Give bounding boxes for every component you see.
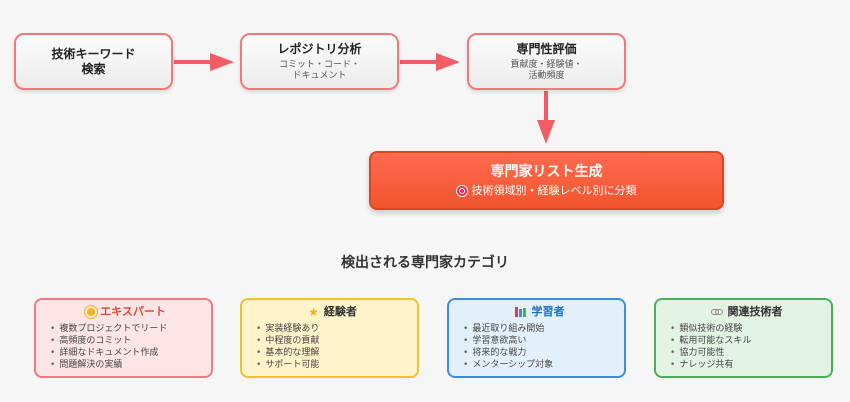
list-item: ナレッジ共有 bbox=[670, 359, 823, 371]
list-item: 将来的な戦力 bbox=[463, 347, 616, 359]
list-item: 学習意欲高い bbox=[463, 335, 616, 347]
flow-step-repository-analysis: レポジトリ分析 コミット・コード・ ドキュメント bbox=[240, 33, 399, 90]
list-item: 高頻度のコミット bbox=[50, 335, 203, 347]
category-list: 類似技術の経験 転用可能なスキル 協力可能性 ナレッジ共有 bbox=[670, 323, 823, 371]
list-item: 実装経験あり bbox=[256, 323, 409, 335]
list-item: メンターシップ対象 bbox=[463, 359, 616, 371]
list-item: 複数プロジェクトでリード bbox=[50, 323, 203, 335]
category-list: 最近取り組み開始 学習意欲高い 将来的な戦力 メンターシップ対象 bbox=[463, 323, 616, 371]
category-title-row: エキスパート bbox=[50, 305, 203, 319]
category-card-related: 関連技術者 類似技術の経験 転用可能なスキル 協力可能性 ナレッジ共有 bbox=[654, 298, 833, 378]
arrow-head-3 bbox=[537, 120, 555, 144]
list-item: サポート可能 bbox=[256, 359, 409, 371]
category-title: 経験者 bbox=[323, 305, 357, 318]
step-title: 専門性評価 bbox=[516, 41, 577, 56]
result-subtitle-row: 技術領域別・経験レベル別に分類 bbox=[456, 184, 637, 198]
result-title: 専門家リスト生成 bbox=[490, 164, 603, 180]
category-title-row: ★ 経験者 bbox=[256, 305, 409, 319]
category-title: エキスパート bbox=[100, 305, 166, 318]
list-item: 類似技術の経験 bbox=[670, 323, 823, 335]
flow-step-expertise-evaluation: 専門性評価 貢献度・経験値・ 活動頻度 bbox=[467, 33, 626, 90]
star-icon: ★ bbox=[308, 305, 319, 319]
link-icon bbox=[710, 308, 723, 316]
list-item: 中程度の貢献 bbox=[256, 335, 409, 347]
list-item: 問題解決の実績 bbox=[50, 359, 203, 371]
category-title: 学習者 bbox=[531, 305, 565, 318]
category-list: 実装経験あり 中程度の貢献 基本的な理解 サポート可能 bbox=[256, 323, 409, 371]
step-title: 技術キーワード 検索 bbox=[51, 46, 136, 76]
step-title: レポジトリ分析 bbox=[277, 41, 362, 56]
target-icon bbox=[456, 186, 467, 196]
category-card-expert: エキスパート 複数プロジェクトでリード 高頻度のコミット 詳細なドキュメント作成… bbox=[34, 298, 213, 378]
category-card-experienced: ★ 経験者 実装経験あり 中程度の貢献 基本的な理解 サポート可能 bbox=[240, 298, 419, 378]
sun-icon bbox=[87, 308, 96, 316]
list-item: 詳細なドキュメント作成 bbox=[50, 347, 203, 359]
category-title-row: 学習者 bbox=[463, 305, 616, 319]
list-item: 転用可能なスキル bbox=[670, 335, 823, 347]
list-item: 最近取り組み開始 bbox=[463, 323, 616, 335]
result-subtitle: 技術領域別・経験レベル別に分類 bbox=[471, 184, 637, 197]
flow-result-expert-list: 専門家リスト生成 技術領域別・経験レベル別に分類 bbox=[369, 151, 724, 210]
section-title: 検出される専門家カテゴリ bbox=[341, 255, 509, 271]
books-icon bbox=[514, 307, 527, 317]
category-title-row: 関連技術者 bbox=[670, 305, 823, 319]
category-title: 関連技術者 bbox=[727, 305, 783, 318]
arrow-head-2 bbox=[436, 53, 460, 71]
category-card-learner: 学習者 最近取り組み開始 学習意欲高い 将来的な戦力 メンターシップ対象 bbox=[447, 298, 626, 378]
arrow-head-1 bbox=[210, 53, 234, 71]
step-subtitle: 貢献度・経験値・ 活動頻度 bbox=[510, 59, 583, 81]
flow-step-keyword-search: 技術キーワード 検索 bbox=[14, 33, 173, 90]
list-item: 協力可能性 bbox=[670, 347, 823, 359]
step-subtitle: コミット・コード・ ドキュメント bbox=[278, 59, 360, 81]
list-item: 基本的な理解 bbox=[256, 347, 409, 359]
category-list: 複数プロジェクトでリード 高頻度のコミット 詳細なドキュメント作成 問題解決の実… bbox=[50, 323, 203, 371]
